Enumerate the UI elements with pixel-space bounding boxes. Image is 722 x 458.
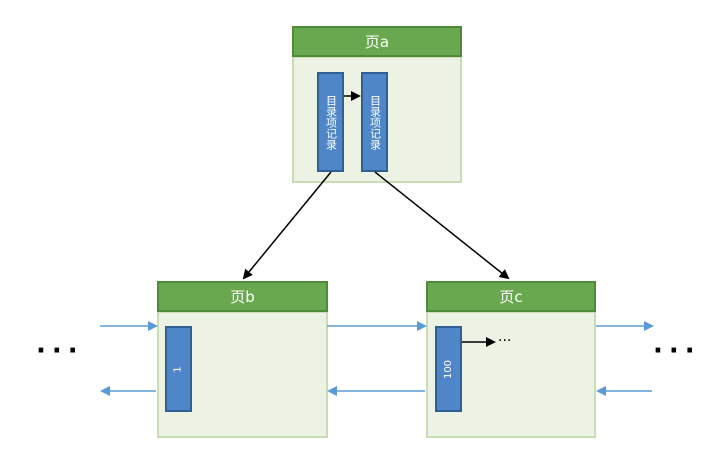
- directory-record-2-label: 目录项记录: [368, 94, 382, 150]
- directory-record-1-label: 目录项记录: [324, 94, 338, 150]
- dir2-to-page-c-arrow: [374, 171, 510, 280]
- dir1-to-page-b-arrow: [242, 171, 332, 280]
- record-continuation-ellipsis: ···: [498, 333, 512, 349]
- left-ellipsis: ···: [36, 336, 84, 366]
- directory-record-1: 目录项记录: [317, 72, 344, 172]
- page-c-record: 100: [435, 326, 462, 412]
- page-b-header: 页b: [157, 281, 328, 312]
- page-b-title: 页b: [230, 288, 255, 306]
- page-c-title: 页c: [499, 288, 523, 306]
- right-ellipsis: ···: [653, 336, 701, 366]
- page-a-title: 页a: [364, 33, 390, 51]
- directory-record-2: 目录项记录: [361, 72, 388, 172]
- page-a-header: 页a: [292, 26, 462, 57]
- page-b-record: 1: [165, 326, 192, 412]
- page-c-header: 页c: [426, 281, 596, 312]
